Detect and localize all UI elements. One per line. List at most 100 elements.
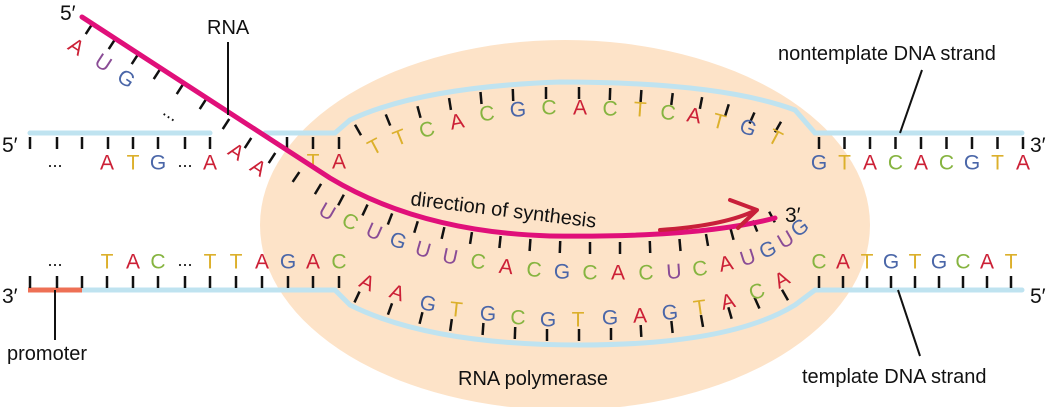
nontemplate-base: A bbox=[224, 139, 248, 166]
template-base: C bbox=[331, 251, 346, 274]
base-tick bbox=[221, 118, 231, 130]
base-tick bbox=[479, 91, 483, 105]
direction-arrow bbox=[658, 210, 754, 232]
base-tick bbox=[418, 311, 424, 325]
base-tick bbox=[468, 231, 474, 245]
template-base: T bbox=[204, 251, 217, 274]
template-base: T bbox=[692, 296, 708, 321]
base-tick bbox=[729, 227, 735, 241]
template-base: G bbox=[418, 291, 439, 317]
rna-base: U bbox=[737, 245, 759, 272]
base-tick bbox=[267, 152, 277, 164]
rna-base: A bbox=[64, 34, 88, 61]
direction-arrowhead bbox=[728, 198, 759, 230]
nontemplate-base: T bbox=[991, 152, 1004, 175]
base-tick bbox=[639, 324, 643, 338]
rna-base: C bbox=[526, 258, 543, 282]
template-base: A bbox=[980, 251, 994, 274]
rna-polymerase-label: RNA polymerase bbox=[458, 368, 608, 390]
template-base: A bbox=[718, 289, 737, 315]
rna-ellipsis: ... bbox=[160, 100, 183, 125]
base-tick bbox=[175, 83, 185, 95]
nontemplate-base: A bbox=[203, 152, 217, 175]
rna-base: C bbox=[582, 262, 597, 285]
template-base: A bbox=[306, 251, 320, 274]
base-tick bbox=[780, 289, 790, 301]
template-dna-strand bbox=[77, 287, 1025, 348]
nontemplate-base: T bbox=[838, 152, 851, 175]
rna-base: U bbox=[90, 49, 115, 77]
rna-label: RNA bbox=[207, 17, 250, 39]
nontemplate-base: A bbox=[1016, 152, 1030, 175]
base-tick bbox=[698, 96, 704, 110]
nontemplate-base: A bbox=[332, 151, 346, 174]
rna-base: C bbox=[691, 257, 709, 282]
template-base: G bbox=[602, 307, 618, 330]
template-base: G bbox=[540, 309, 556, 332]
nontemplate-strand-label: nontemplate DNA strand bbox=[778, 43, 996, 65]
nontemplate-3prime-label: 3′ bbox=[1030, 134, 1046, 157]
base-tick bbox=[753, 297, 761, 309]
template-base: C bbox=[955, 251, 970, 274]
base-tick bbox=[639, 89, 643, 103]
template-base: T bbox=[230, 251, 243, 274]
nontemplate-base: C bbox=[417, 117, 438, 143]
base-tick bbox=[678, 238, 682, 252]
rna-base: U bbox=[666, 260, 683, 284]
rna-strand bbox=[79, 14, 778, 239]
rna-base: G bbox=[553, 260, 570, 284]
base-tick bbox=[386, 302, 394, 316]
rna-base: G bbox=[113, 65, 139, 93]
base-tick bbox=[440, 226, 446, 240]
nontemplate-dna-strand bbox=[27, 79, 1025, 136]
template-base: G bbox=[479, 302, 496, 326]
nontemplate-base: A bbox=[863, 152, 877, 175]
nontemplate-base: G bbox=[509, 98, 527, 122]
base-pair-ticks bbox=[28, 23, 1025, 341]
base-tick bbox=[724, 103, 730, 117]
base-tick bbox=[699, 314, 705, 328]
template-base: T bbox=[572, 309, 585, 332]
template-base: T bbox=[101, 251, 114, 274]
template-base: G bbox=[280, 251, 296, 274]
base-tick bbox=[313, 183, 323, 195]
rna-polymerase-body bbox=[260, 40, 870, 407]
template-base: T bbox=[861, 251, 874, 274]
rna-base: G bbox=[386, 227, 409, 254]
base-tick bbox=[773, 121, 783, 133]
nontemplate-base: C bbox=[659, 101, 677, 126]
base-tick bbox=[670, 92, 674, 106]
rna-base: U bbox=[413, 237, 434, 263]
base-tick bbox=[386, 212, 394, 226]
base-tick bbox=[361, 204, 369, 216]
sequence-ellipsis: ... bbox=[177, 151, 192, 171]
base-tick bbox=[481, 322, 485, 336]
rna-base: A bbox=[717, 251, 735, 276]
base-tick bbox=[243, 137, 253, 149]
nontemplate-base: T bbox=[710, 109, 729, 135]
nontemplate-base: C bbox=[939, 152, 954, 175]
rna-3prime-label: 3′ bbox=[785, 204, 801, 227]
base-tick bbox=[291, 171, 301, 183]
sequence-ellipsis: ... bbox=[47, 151, 62, 171]
base-tick bbox=[704, 233, 710, 247]
nontemplate-base: C bbox=[478, 102, 495, 126]
template-base: G bbox=[661, 301, 679, 325]
template-base: A bbox=[255, 251, 269, 274]
nontemplate-base: A bbox=[685, 103, 703, 128]
template-5prime-label: 5′ bbox=[1030, 285, 1046, 308]
nontemplate-base: G bbox=[964, 152, 980, 175]
base-tick bbox=[498, 235, 502, 249]
rna-base: C bbox=[638, 261, 654, 285]
rna-base: A bbox=[498, 255, 514, 279]
nontemplate-base: G bbox=[736, 114, 760, 141]
sequence-ellipsis: ... bbox=[177, 250, 192, 270]
nontemplate-base: A bbox=[246, 155, 270, 182]
rna-base: U bbox=[440, 244, 460, 270]
template-base: A bbox=[633, 304, 648, 327]
base-tick bbox=[152, 68, 162, 80]
base-tick bbox=[447, 97, 453, 111]
nontemplate-base: C bbox=[541, 97, 556, 120]
